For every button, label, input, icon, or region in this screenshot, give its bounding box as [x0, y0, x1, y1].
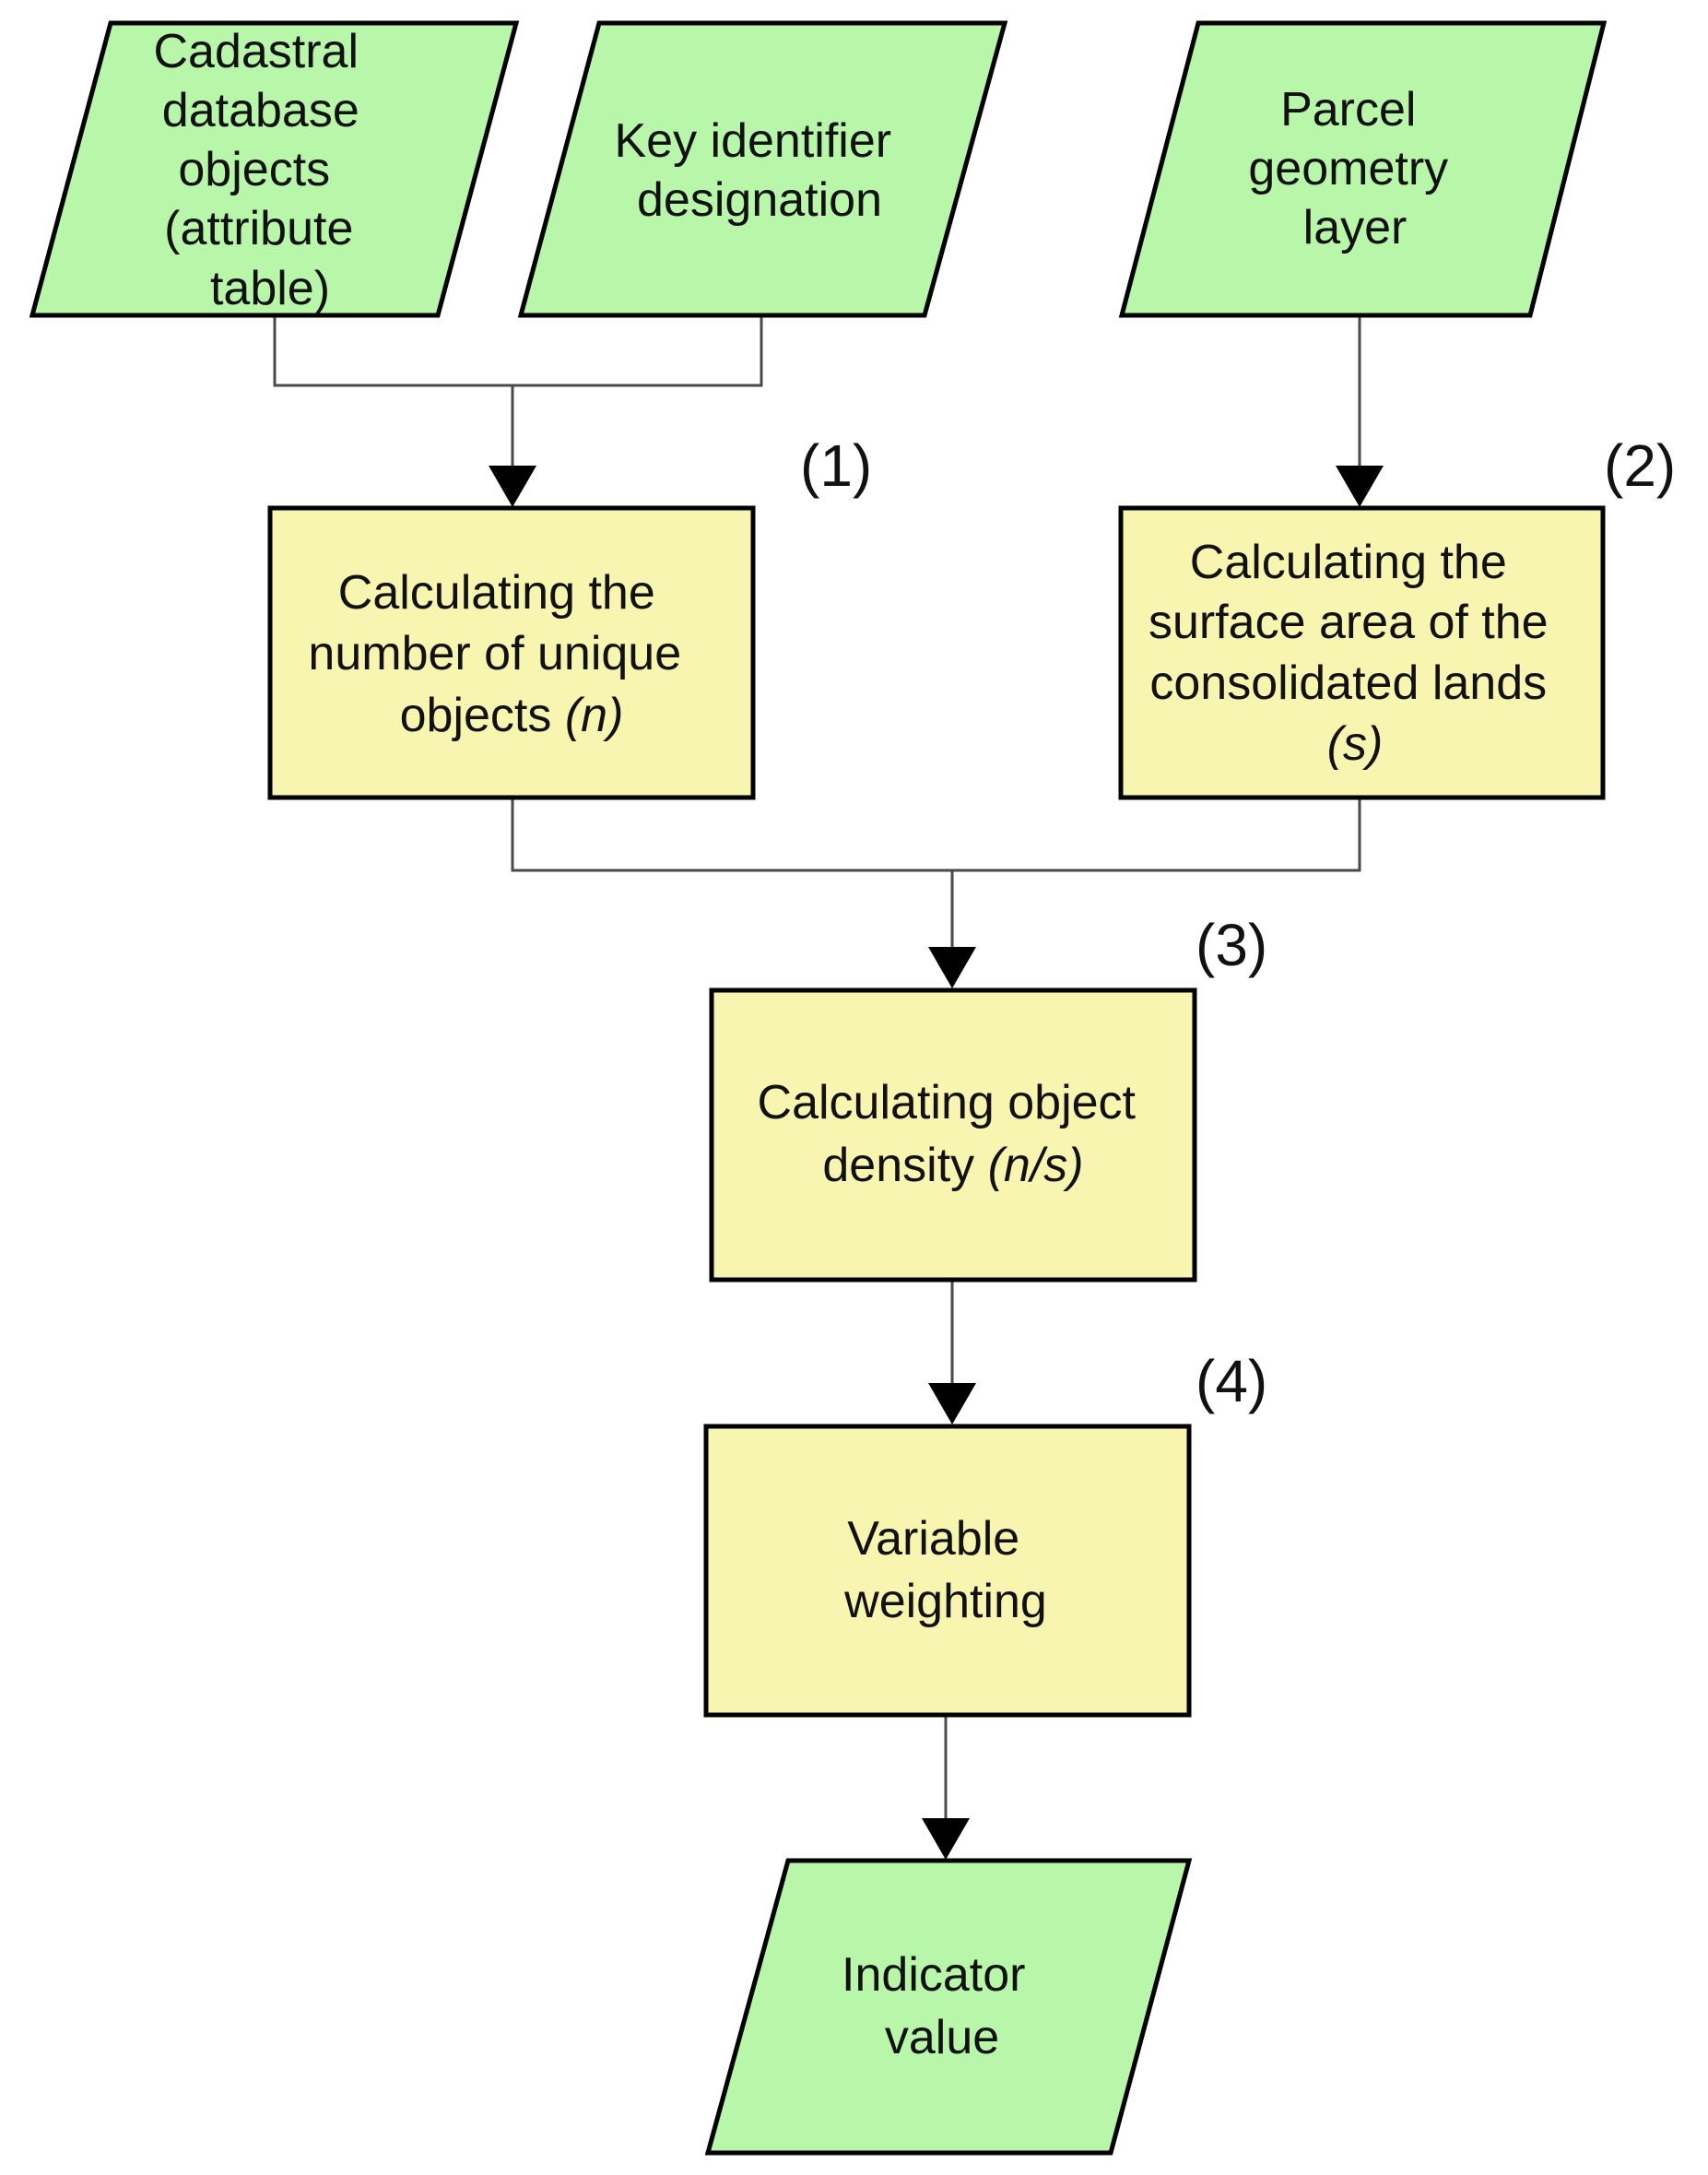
- input-shape: [517, 20, 1008, 318]
- input-cadastral-database-objects: Cadastral database objects (attribute ta…: [29, 20, 520, 318]
- connector-step1-step2-merge: [511, 798, 1361, 872]
- step-4-variable-weighting: Variable weighting (4): [703, 1348, 1267, 1718]
- step-number: (1): [800, 432, 872, 499]
- input-label: Cadastral database objects (attribute ta…: [153, 25, 372, 315]
- process-box: [709, 987, 1197, 1283]
- connector-cadastral-key-to-step1: [273, 315, 763, 387]
- arrowhead-step1: [489, 466, 536, 507]
- output-shape: [704, 1858, 1193, 2156]
- process-label: Calculating object density (n/s): [758, 1076, 1149, 1192]
- step-number: (3): [1196, 912, 1267, 978]
- output-label: Indicator value: [842, 1948, 1039, 2064]
- arrowhead-step2: [1336, 466, 1384, 507]
- process-box: [267, 505, 756, 800]
- input-label: Parcel geometry layer: [1248, 83, 1461, 254]
- input-label: Key identifier designation: [614, 114, 904, 227]
- arrowhead-step3: [928, 947, 976, 988]
- output-indicator-value: Indicator value: [704, 1858, 1193, 2156]
- process-label: Calculating the surface area of the cons…: [1148, 536, 1561, 771]
- step-1-unique-objects: Calculating the number of unique objects…: [267, 432, 872, 800]
- step-3-object-density: Calculating object density (n/s) (3): [709, 912, 1267, 1283]
- input-key-identifier-designation: Key identifier designation: [517, 20, 1008, 318]
- process-box: [1118, 505, 1606, 800]
- process-box: [703, 1424, 1192, 1718]
- process-label: Calculating the number of unique objects…: [308, 566, 694, 742]
- step-2-surface-area: Calculating the surface area of the cons…: [1118, 432, 1676, 800]
- input-shape: [29, 20, 520, 318]
- step-number: (2): [1604, 432, 1676, 499]
- input-shape: [1118, 20, 1608, 318]
- step-number: (4): [1196, 1348, 1267, 1414]
- arrowhead-step4: [928, 1383, 976, 1424]
- process-label: Variable weighting: [843, 1512, 1047, 1628]
- connectors: [273, 315, 1384, 1860]
- arrowhead-output: [922, 1818, 970, 1860]
- input-parcel-geometry-layer: Parcel geometry layer: [1118, 20, 1608, 318]
